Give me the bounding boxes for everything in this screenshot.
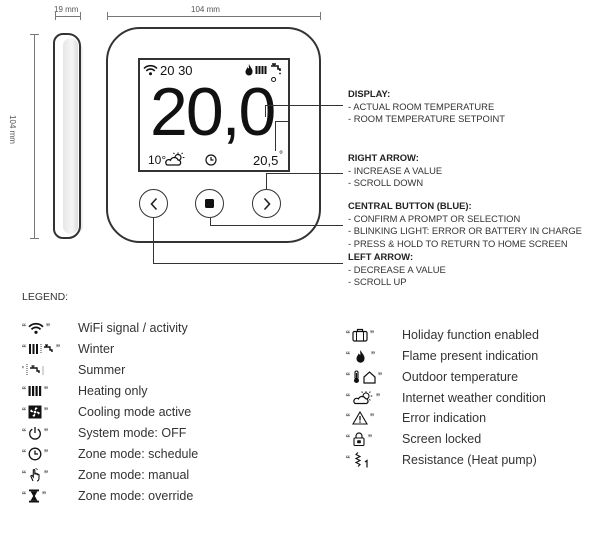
legend-item: “ ” Cooling mode active: [22, 405, 192, 419]
depth-dimension-line: [55, 16, 80, 17]
left-arrow-callout: LEFT ARROW: - DECREASE A VALUE - SCROLL …: [348, 251, 446, 288]
weather-icon: [353, 391, 373, 405]
legend-item: “ ” Zone mode: override: [22, 489, 194, 503]
clock-icon: [205, 154, 217, 166]
legend-item: “ ” Holiday function enabled: [346, 328, 539, 342]
outdoor-temperature: 10°: [148, 153, 167, 167]
warning-icon: [352, 411, 368, 425]
thermostat-display: 20 30 20,0 ° 10° 20,5 °: [138, 58, 290, 172]
setpoint-temperature: 20,5: [253, 153, 279, 168]
legend-item: “ ” Heating only: [22, 384, 148, 398]
weather-icon: [165, 152, 185, 166]
legend-title: LEGEND:: [22, 291, 69, 303]
summer-icon: [26, 364, 44, 376]
thermostat-side-view: [53, 33, 81, 239]
outdoor-temp-icon: [354, 370, 376, 384]
legend-item: “ ” System mode: OFF: [22, 426, 187, 440]
setpoint-degree: °: [279, 150, 283, 161]
legend-item: “ ” Zone mode: schedule: [22, 447, 199, 461]
central-button[interactable]: [195, 189, 224, 218]
legend-item: “ ” Zone mode: manual: [22, 468, 190, 482]
legend-item: “ ” Winter: [22, 342, 115, 356]
legend-item: ' Summer: [22, 363, 126, 377]
radiator-icon: [255, 66, 267, 74]
hand-icon: [30, 468, 40, 482]
display-leader-line: [265, 105, 343, 106]
central-button-leader-line: [210, 218, 211, 225]
depth-dimension-label: 19 mm: [54, 5, 79, 14]
legend-item: “ ” Error indication: [346, 411, 487, 425]
main-temperature: 20,0: [150, 74, 276, 150]
stop-square-icon: [205, 199, 214, 208]
height-dimension-line: [34, 34, 35, 238]
legend-item: “ Resistance (Heat pump): [346, 452, 537, 468]
left-arrow-button[interactable]: [139, 189, 168, 218]
left-arrow-leader-line: [153, 218, 154, 263]
width-dimension-line: [107, 16, 320, 17]
flame-icon: [356, 349, 365, 363]
lock-icon: [353, 432, 365, 446]
width-dimension-label: 104 mm: [191, 5, 220, 14]
chevron-right-icon: [263, 197, 271, 210]
right-arrow-callout: RIGHT ARROW: - INCREASE A VALUE - SCROLL…: [348, 152, 443, 189]
height-dimension-label: 104 mm: [7, 115, 17, 144]
right-arrow-leader-line: [266, 173, 267, 189]
power-icon: [29, 427, 41, 440]
display-callout: DISPLAY: - ACTUAL ROOM TEMPERATURE - ROO…: [348, 88, 505, 125]
main-temperature-degree: °: [270, 74, 278, 94]
legend-item: “ ” Flame present indication: [346, 349, 539, 363]
wifi-icon: [28, 322, 44, 334]
hourglass-icon: [29, 489, 39, 503]
tap-icon: [271, 63, 281, 75]
fan-icon: [28, 405, 42, 419]
flame-icon: [245, 64, 253, 76]
radiator-icon: [28, 386, 42, 396]
chevron-left-icon: [149, 197, 157, 210]
wifi-icon: [143, 64, 158, 76]
heat-pump-icon: [354, 452, 368, 468]
legend-item: “ ” WiFi signal / activity: [22, 321, 188, 335]
winter-icon: [29, 344, 53, 354]
central-button-callout: CENTRAL BUTTON (BLUE): - CONFIRM A PROMP…: [348, 200, 582, 249]
legend-item: “ ” Internet weather condition: [346, 391, 546, 405]
legend-item: “ ” Screen locked: [346, 432, 482, 446]
suitcase-icon: [352, 328, 368, 342]
clock-icon: [28, 447, 42, 461]
display-time: 20 30: [160, 63, 193, 78]
legend-item: “ ” Outdoor temperature: [346, 370, 519, 384]
right-arrow-button[interactable]: [252, 189, 281, 218]
